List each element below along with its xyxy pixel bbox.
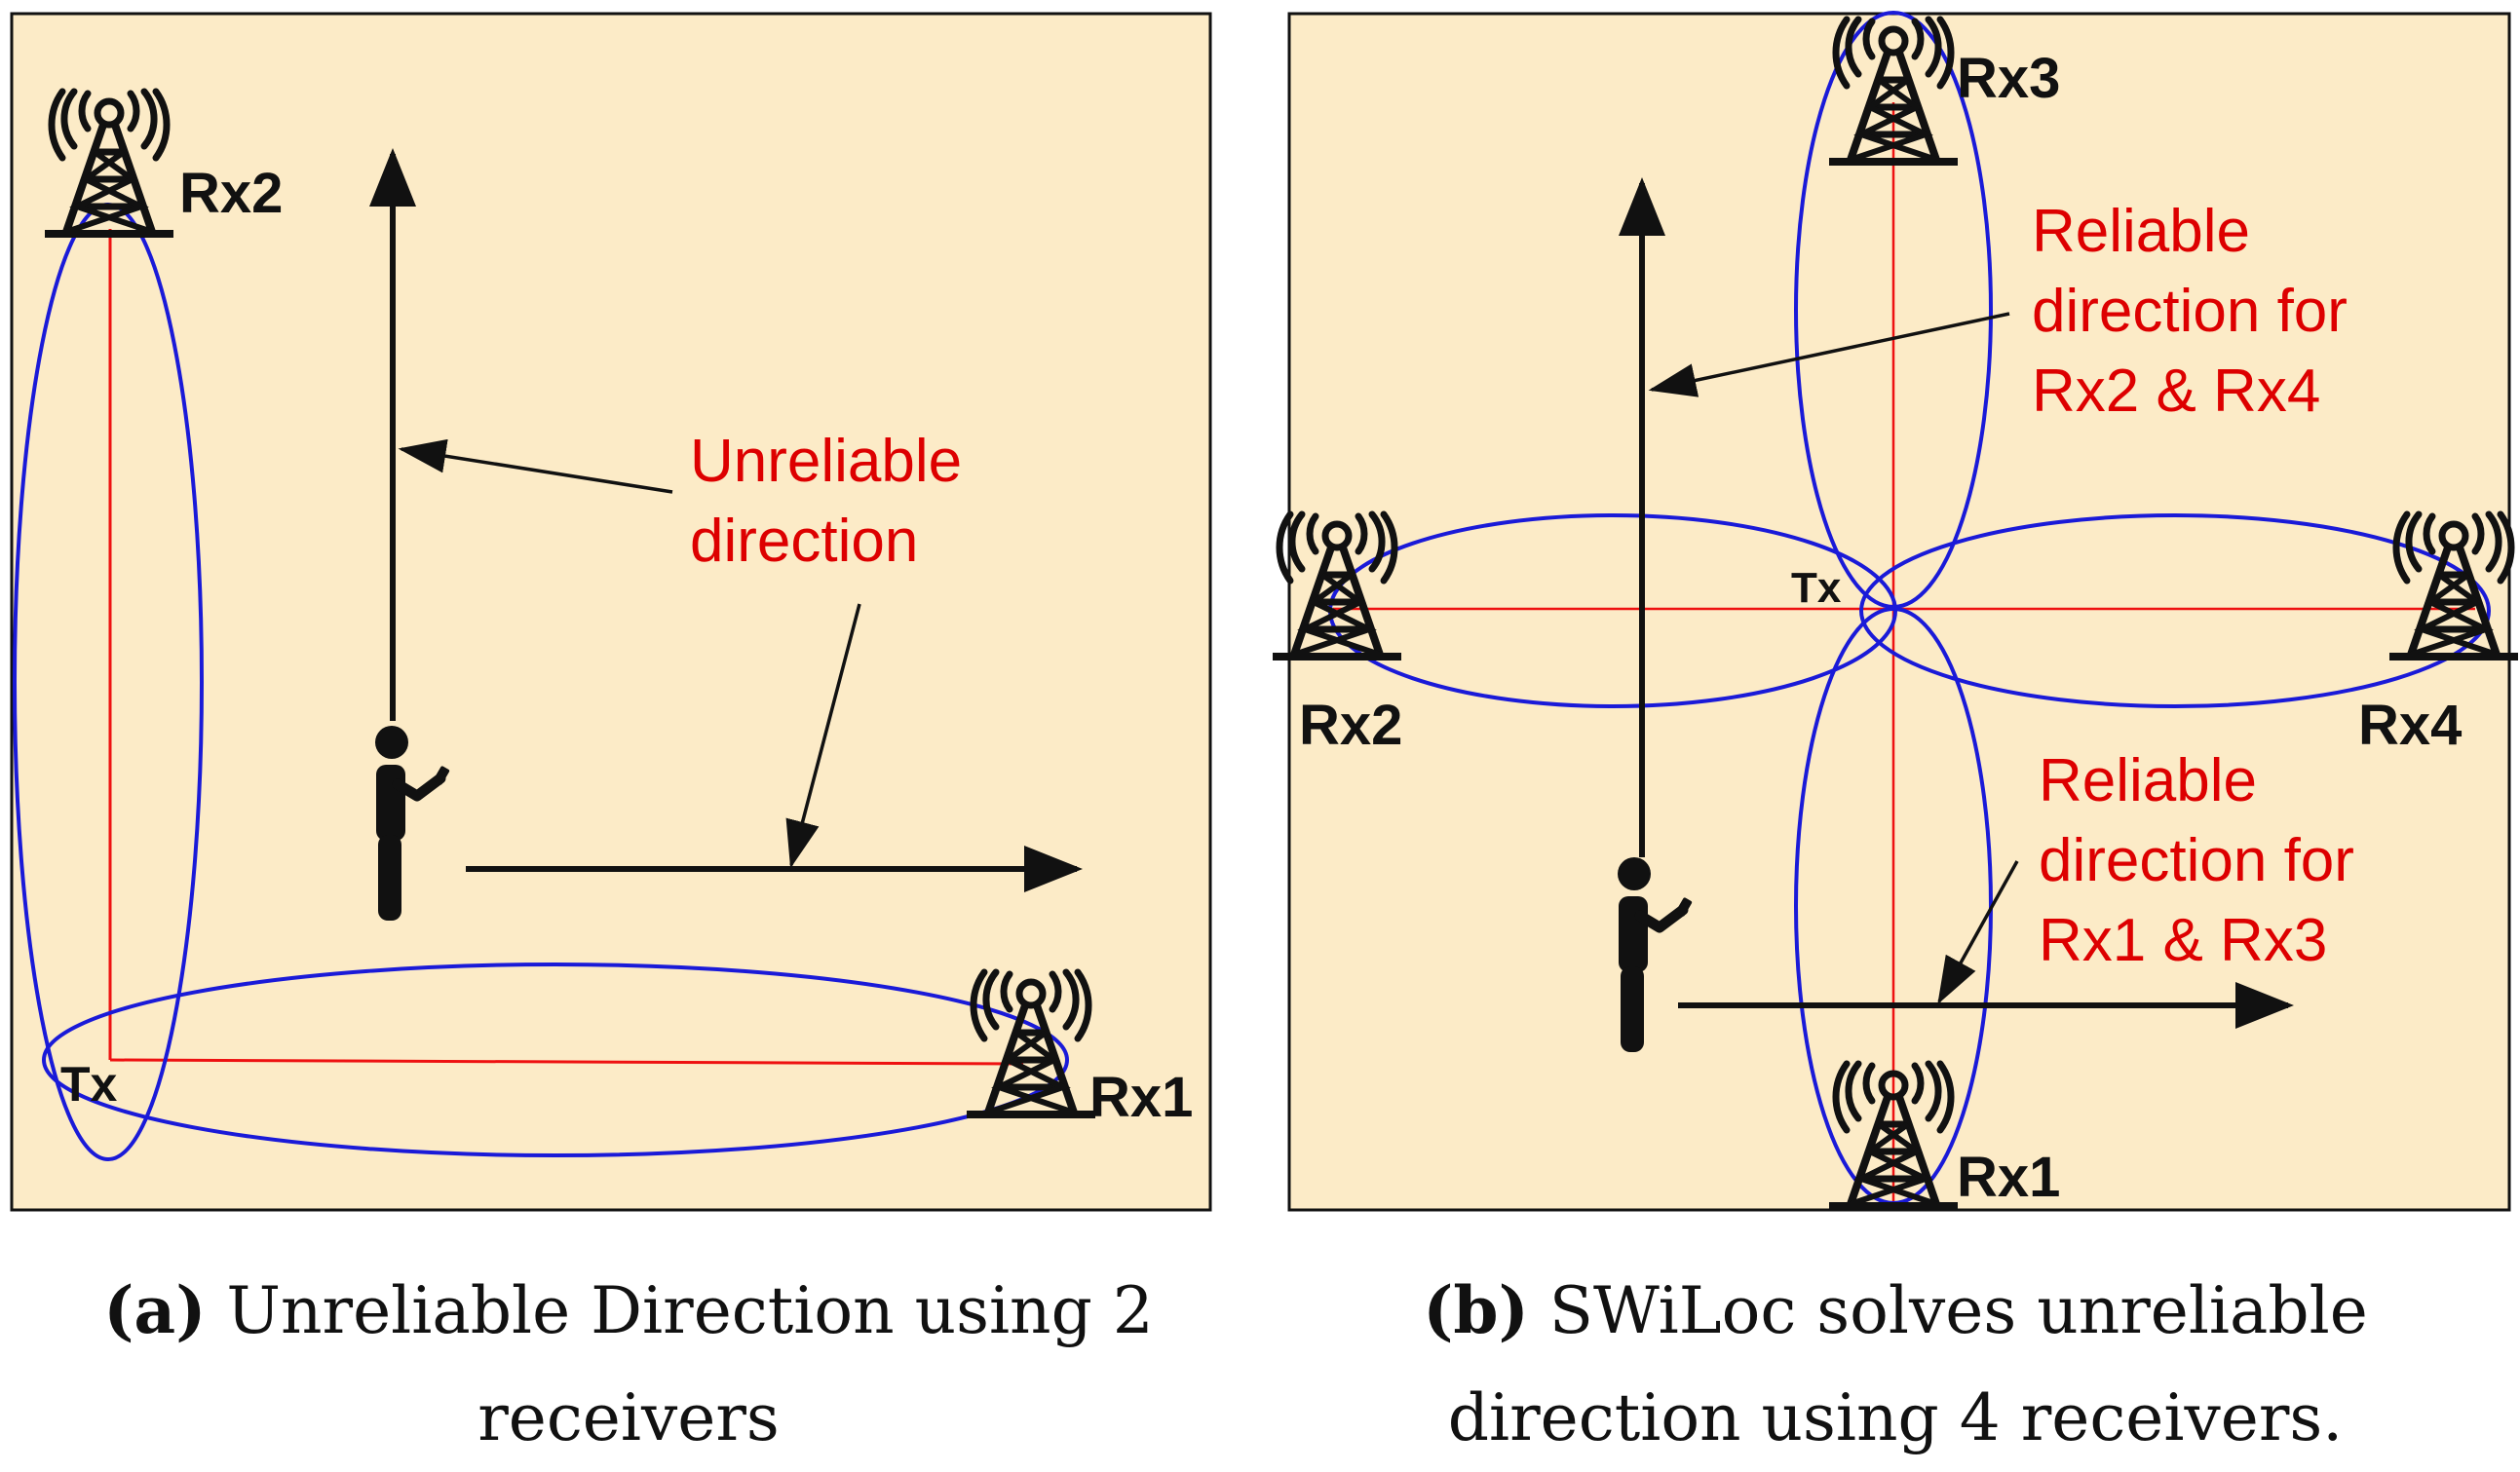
pointer-to-up-arrow — [1648, 312, 2010, 397]
rx2-label: Rx2 — [1299, 694, 1402, 757]
pointer-to-up-arrow — [398, 438, 673, 494]
panel-b-background — [1287, 12, 2511, 1212]
unreliable-annotation-line2: direction — [690, 508, 918, 575]
reliable-bottom-line3: Rx1 & Rx3 — [2039, 907, 2327, 974]
rx1-lobe — [42, 962, 1069, 1157]
reliable-top-line3: Rx2 & Rx4 — [2032, 358, 2320, 425]
caption-b-tag: (b) — [1423, 1272, 1529, 1348]
pointer-to-right-arrow — [785, 603, 861, 869]
reliable-bottom-line2: direction for — [2039, 827, 2354, 894]
caption-b: (b) SWiLoc solves unreliable direction u… — [1277, 1257, 2514, 1472]
caption-a-text: Unreliable Direction using 2 receivers — [226, 1273, 1154, 1455]
rx3-label: Rx3 — [1957, 47, 2060, 110]
pointer-to-right-arrow — [1937, 860, 2019, 1005]
reliable-bottom-line1: Reliable — [2039, 747, 2257, 814]
caption-b-text: SWiLoc solves unreliable direction using… — [1447, 1273, 2368, 1455]
reliable-top-line2: direction for — [2032, 278, 2348, 345]
tx-label: Tx — [60, 1057, 118, 1112]
tx-rx1-line — [109, 1058, 1024, 1066]
tx-label: Tx — [1791, 564, 1842, 612]
rx1-label: Rx1 — [1957, 1146, 2060, 1209]
caption-a: (a) Unreliable Direction using 2 receive… — [19, 1257, 1238, 1472]
reliable-top-line1: Reliable — [2032, 198, 2250, 265]
rx1-label: Rx1 — [1089, 1066, 1193, 1129]
rx4-label: Rx4 — [2358, 694, 2462, 757]
caption-a-tag: (a) — [103, 1272, 207, 1348]
panel-a: Rx2 Rx1 Tx Unreliable direction — [10, 12, 1212, 1212]
rx2-label: Rx2 — [179, 162, 283, 225]
rx4-lobe — [1859, 513, 2491, 708]
panel-b: Rx3 Rx2 Rx4 Rx1 Tx Reliable direction fo… — [1273, 11, 2518, 1212]
unreliable-annotation-line1: Unreliable — [690, 428, 962, 495]
